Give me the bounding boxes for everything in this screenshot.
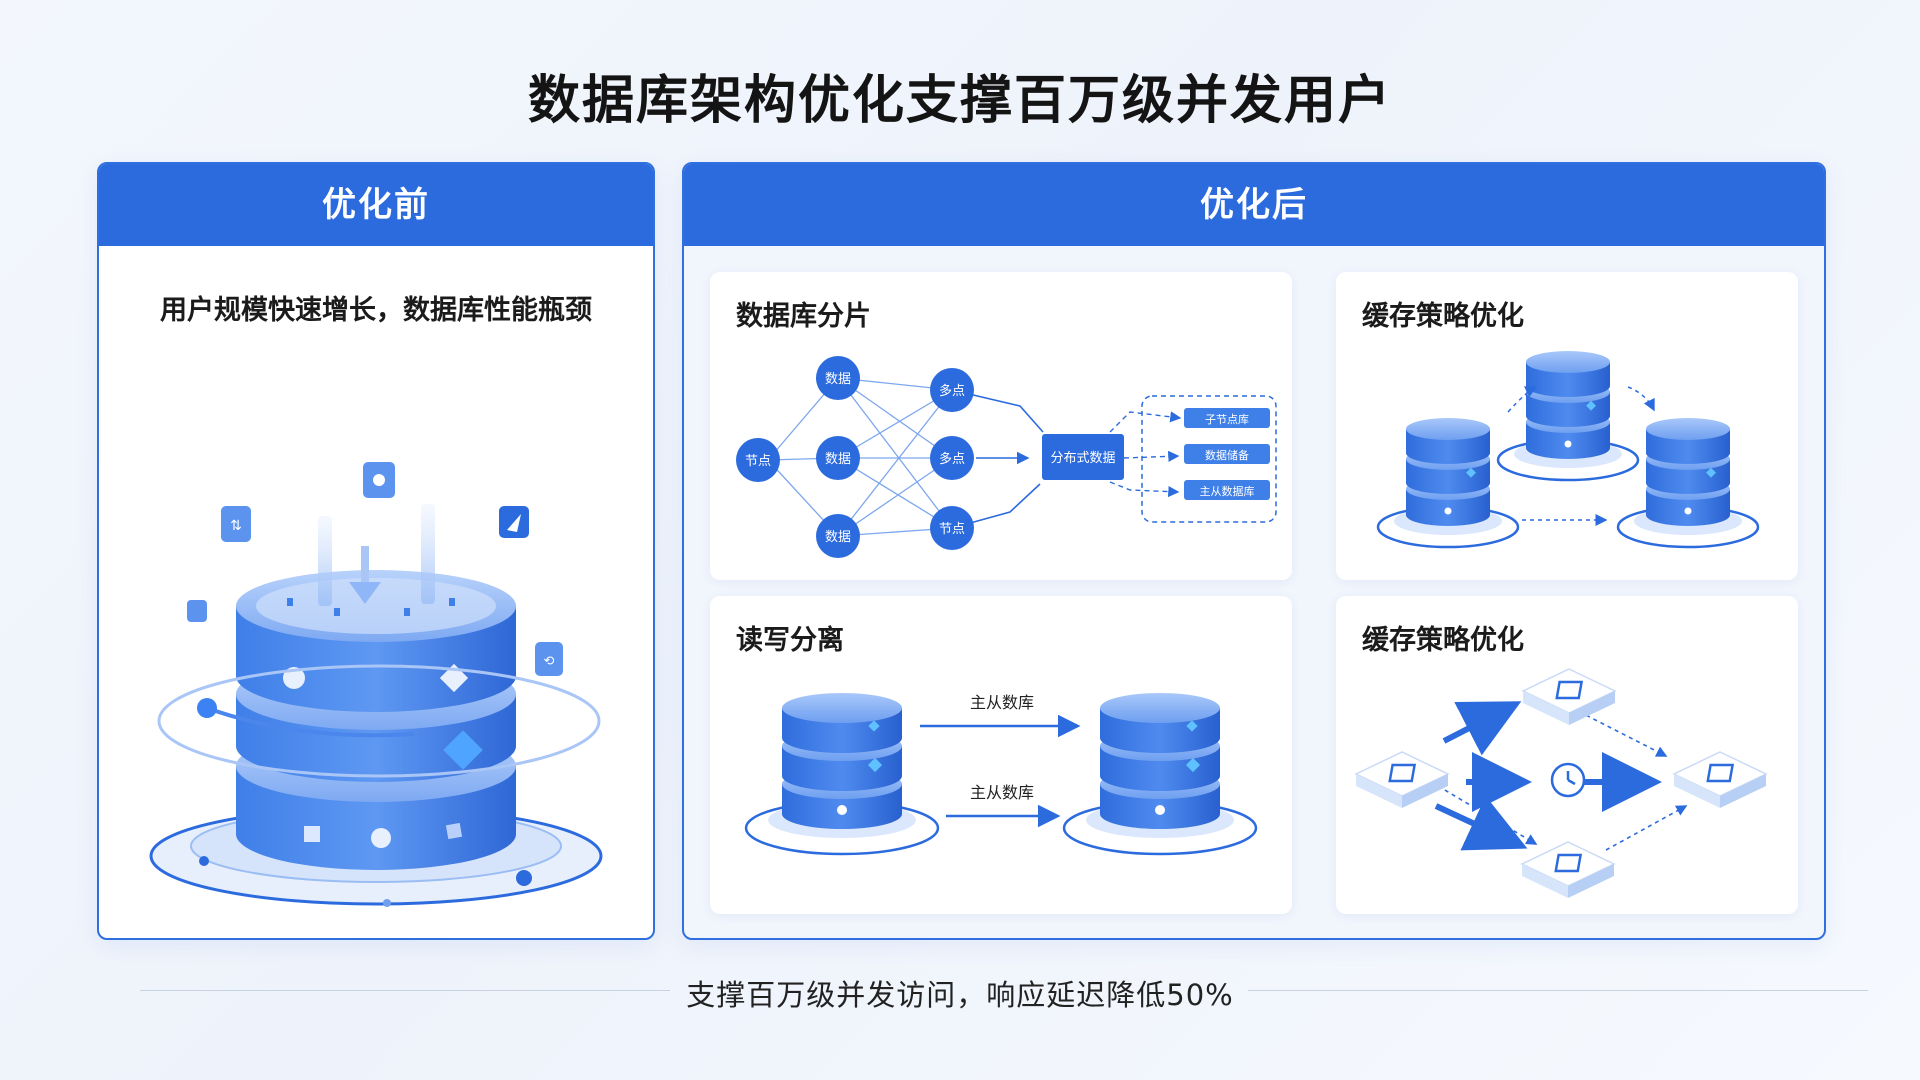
footer-text: 支撑百万级并发访问，响应延迟降低50%	[686, 978, 1234, 1012]
page-title: 数据库架构优化支撑百万级并发用户	[527, 71, 1392, 131]
svg-text:⇅: ⇅	[230, 518, 242, 534]
panel-before-subtitle: 用户规模快速增长，数据库性能瓶颈	[160, 295, 592, 326]
shard-node-a3: 数据	[825, 530, 851, 545]
card-read-write-title: 读写分离	[736, 625, 844, 656]
sharding-diagram: 节点 数据 数据 数据 多点 多点 节点 分布式数据	[736, 356, 1277, 558]
shard-node-b3: 节点	[939, 522, 965, 537]
footer-divider-left	[140, 990, 670, 991]
shard-output-1: 子节点库	[1205, 413, 1249, 426]
panel-after: 优化后	[682, 162, 1826, 940]
rw-label-top: 主从数库	[970, 693, 1034, 712]
shard-output-2: 数据储备	[1205, 448, 1249, 462]
read-write-diagram: 主从数库 主从数库	[744, 691, 1258, 856]
shard-output-3: 主从数据库	[1200, 484, 1255, 498]
cache-flow-diagram	[1354, 667, 1768, 900]
shard-node-a2: 数据	[825, 452, 851, 467]
rw-label-bottom: 主从数库	[970, 783, 1034, 802]
shard-node-a1: 数据	[825, 372, 851, 387]
shard-node-b2: 多点	[939, 451, 965, 467]
shard-center-box: 分布式数据	[1050, 451, 1115, 466]
shard-node-b1: 多点	[939, 383, 965, 399]
footer-divider-right	[1248, 990, 1868, 991]
panel-before-header: 优化前	[99, 164, 653, 246]
card-cache-top-title: 缓存策略优化	[1362, 301, 1524, 332]
svg-text:⟲: ⟲	[544, 654, 555, 669]
card-read-write: 主从数库 主从数库 读写分离	[710, 596, 1292, 914]
cache-cluster-diagram	[1376, 349, 1760, 549]
overloaded-database-illustration: ⇅ ⟲	[149, 462, 603, 907]
shard-source-node: 节点	[745, 454, 771, 469]
panel-after-header: 优化后	[684, 164, 1824, 246]
card-sharding: 节点 数据 数据 数据 多点 多点 节点 分布式数据	[710, 272, 1292, 580]
card-cache-bottom: 缓存策略优化	[1336, 596, 1798, 914]
panel-before: 优化前 用户规模快速增长，数据库性能瓶颈	[97, 162, 655, 940]
footer-summary: 支撑百万级并发访问，响应延迟降低50%	[0, 972, 1920, 1014]
card-cache-top: 缓存策略优化	[1336, 272, 1798, 580]
card-sharding-title: 数据库分片	[736, 301, 871, 332]
card-cache-bottom-title: 缓存策略优化	[1362, 625, 1524, 656]
